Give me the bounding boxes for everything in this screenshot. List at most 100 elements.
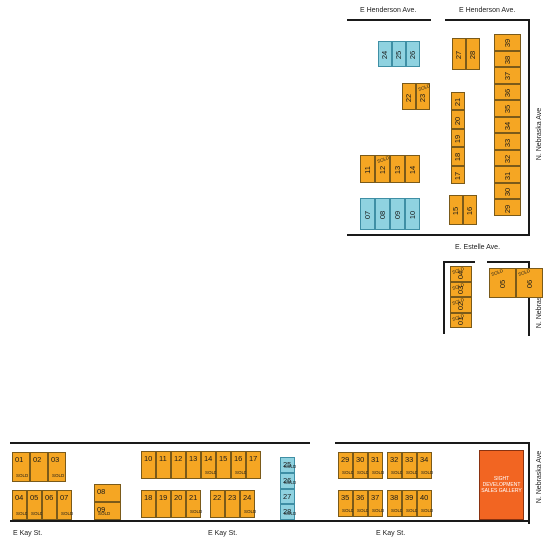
- lot-02[interactable]: 02: [30, 452, 48, 482]
- lot-20[interactable]: 20: [451, 110, 465, 129]
- lot-24[interactable]: 24: [378, 41, 392, 67]
- lot-16[interactable]: 16: [463, 195, 477, 225]
- lot-19[interactable]: 19: [451, 128, 465, 148]
- lot-15[interactable]: 15: [216, 451, 231, 479]
- lot-28[interactable]: 28: [466, 38, 480, 70]
- lot-19[interactable]: 19: [156, 490, 171, 518]
- lot-number: 26: [283, 475, 292, 485]
- lot-33[interactable]: 33: [494, 133, 521, 150]
- lot-39[interactable]: 39: [494, 34, 521, 51]
- lot-06[interactable]: 06: [42, 490, 57, 520]
- sales-gallery-building[interactable]: SIGHT DEVELOPMENT SALES GALLERY: [479, 450, 524, 520]
- lot-21[interactable]: 21: [451, 92, 465, 111]
- lot-37[interactable]: 37: [494, 67, 521, 84]
- lot-number: 10: [407, 210, 417, 220]
- lot-17[interactable]: 17: [451, 165, 465, 184]
- lot-22[interactable]: 22: [210, 490, 225, 518]
- lot-27[interactable]: 27: [452, 38, 466, 70]
- sold-tag: SOLD: [417, 83, 431, 92]
- lot-11[interactable]: 11: [156, 451, 171, 479]
- lot-number: 36: [502, 88, 512, 98]
- lot-34[interactable]: 34: [494, 116, 521, 134]
- lot-17[interactable]: 17: [246, 451, 261, 479]
- lot-15[interactable]: 15: [449, 195, 463, 225]
- lot-18[interactable]: 18: [451, 147, 465, 166]
- lot-number: 34: [420, 455, 429, 464]
- lot-23[interactable]: 23: [225, 490, 240, 518]
- lot-29[interactable]: 29: [494, 199, 521, 216]
- lot-number: 33: [502, 138, 512, 147]
- lot-12[interactable]: 12: [171, 451, 186, 479]
- lot-25[interactable]: 25: [392, 41, 406, 67]
- lot-22[interactable]: 22: [402, 83, 416, 110]
- lot-number: 23: [418, 93, 428, 102]
- lot-09[interactable]: 09: [390, 198, 405, 230]
- lot-27[interactable]: 27: [280, 488, 295, 505]
- lot-08[interactable]: 08: [375, 198, 390, 230]
- lot-11[interactable]: 11: [360, 155, 375, 183]
- lot-14[interactable]: 14: [405, 155, 420, 183]
- lot-08[interactable]: 08: [94, 484, 121, 502]
- sold-tag: SOLD: [376, 155, 390, 164]
- lot-18[interactable]: 18: [141, 490, 156, 518]
- lot-number: 24: [243, 493, 252, 502]
- lot-10[interactable]: 10: [141, 451, 156, 479]
- lot-number: 39: [502, 39, 512, 48]
- lot-number: 19: [453, 134, 463, 144]
- lot-13[interactable]: 13: [186, 451, 201, 479]
- lot-32[interactable]: 32: [494, 149, 521, 167]
- lot-26[interactable]: 26: [406, 41, 420, 67]
- sold-tag: SOLD: [205, 470, 218, 475]
- lot-20[interactable]: 20: [171, 490, 186, 518]
- sales-gallery-line-3: SALES GALLERY: [481, 488, 522, 494]
- lot-number: 28: [468, 50, 478, 60]
- lot-number: 16: [465, 206, 475, 216]
- lot-36[interactable]: 36: [494, 83, 521, 101]
- lot-30[interactable]: 30: [494, 182, 521, 200]
- lot-35[interactable]: 35: [494, 100, 521, 117]
- lot-number: 05: [497, 279, 507, 289]
- lot-07[interactable]: 07: [360, 198, 375, 230]
- lot-13[interactable]: 13: [390, 155, 405, 183]
- lot-31[interactable]: 31: [494, 166, 521, 183]
- road-henderson-left: [347, 19, 431, 21]
- lot-number: 17: [453, 171, 463, 180]
- road-nebraska-lower: [528, 442, 530, 524]
- lot-38[interactable]: 38: [494, 50, 521, 68]
- lot-10[interactable]: 10: [405, 198, 420, 230]
